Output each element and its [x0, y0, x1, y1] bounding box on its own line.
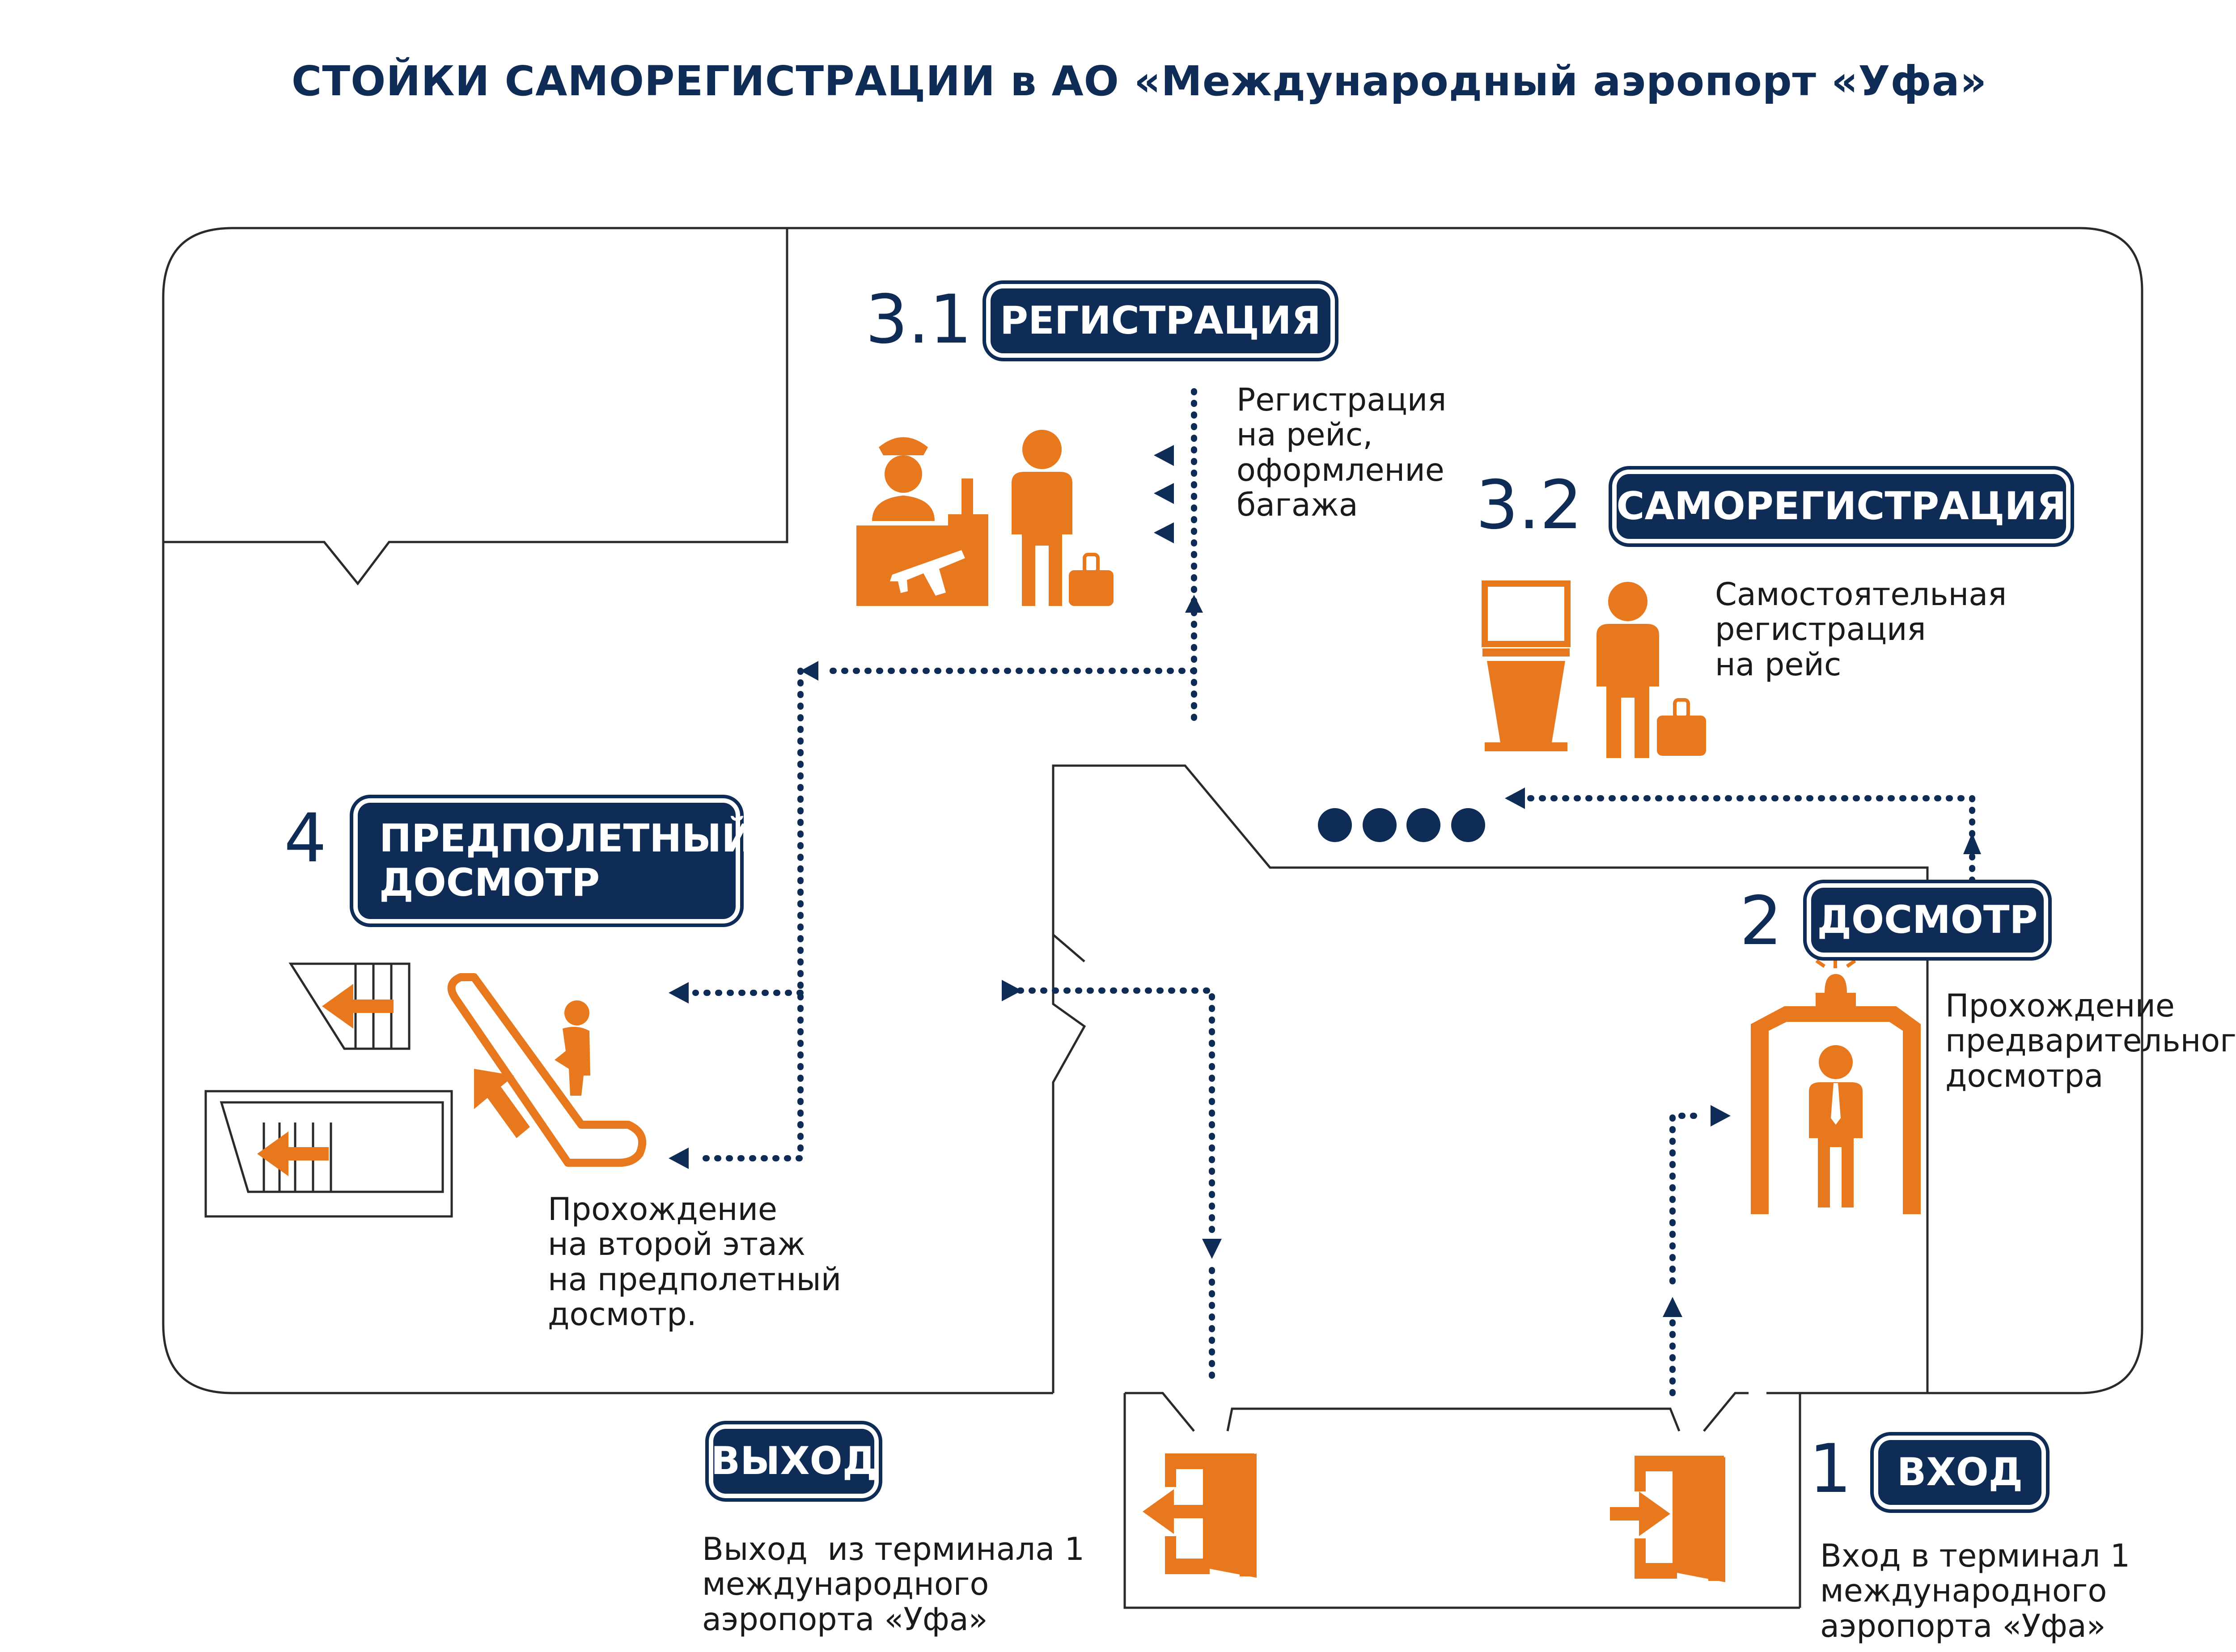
screening-badge: ДОСМОТР — [1811, 888, 2044, 953]
route-arrowheads — [669, 445, 1981, 1317]
escalator-icon — [204, 962, 647, 1218]
step-number-preflight: 4 — [284, 800, 327, 877]
step-number-selfcheckin: 3.2 — [1476, 466, 1583, 544]
route-paths — [692, 386, 1975, 1396]
step-number-checkin: 3.1 — [865, 281, 972, 359]
entrance-badge: ВХОД — [1878, 1440, 2041, 1505]
self-checkin-kiosk-icon — [1482, 580, 1706, 758]
metal-detector-icon — [1751, 955, 1921, 1214]
checkin-badge: РЕГИСТРАЦИЯ — [991, 288, 1330, 353]
selfcheckin-note: Самостоятельная регистрация на рейс — [1715, 576, 2007, 683]
entrance-door-icon — [1610, 1456, 1725, 1582]
step-number-screening: 2 — [1740, 882, 1783, 960]
preflight-note: Прохождение на второй этаж на предполетн… — [548, 1191, 842, 1333]
queue-dots — [1318, 808, 1485, 842]
exit-badge: ВЫХОД — [711, 1429, 877, 1494]
checkin-desk-icon — [856, 430, 1114, 606]
exit-note: Выход из терминала 1 международного аэро… — [702, 1531, 1085, 1638]
entrance-note: Вход в терминал 1 международного аэропор… — [1820, 1538, 2130, 1644]
checkin-note: Регистрация на рейс, оформление багажа — [1237, 381, 1447, 524]
exit-door-icon — [1143, 1453, 1257, 1578]
preflight-badge: ПРЕДПОЛЕТНЫЙ ДОСМОТР — [358, 803, 754, 919]
page-title: СТОЙКИ САМОРЕГИСТРАЦИИ в АО «Международн… — [291, 57, 1987, 105]
screening-note: Прохождение предварительного досмотра — [1945, 987, 2236, 1094]
floor-plan-walls — [162, 227, 2143, 1609]
selfcheckin-badge: САМОРЕГИСТРАЦИЯ — [1616, 474, 2067, 539]
step-number-entrance: 1 — [1809, 1430, 1852, 1508]
